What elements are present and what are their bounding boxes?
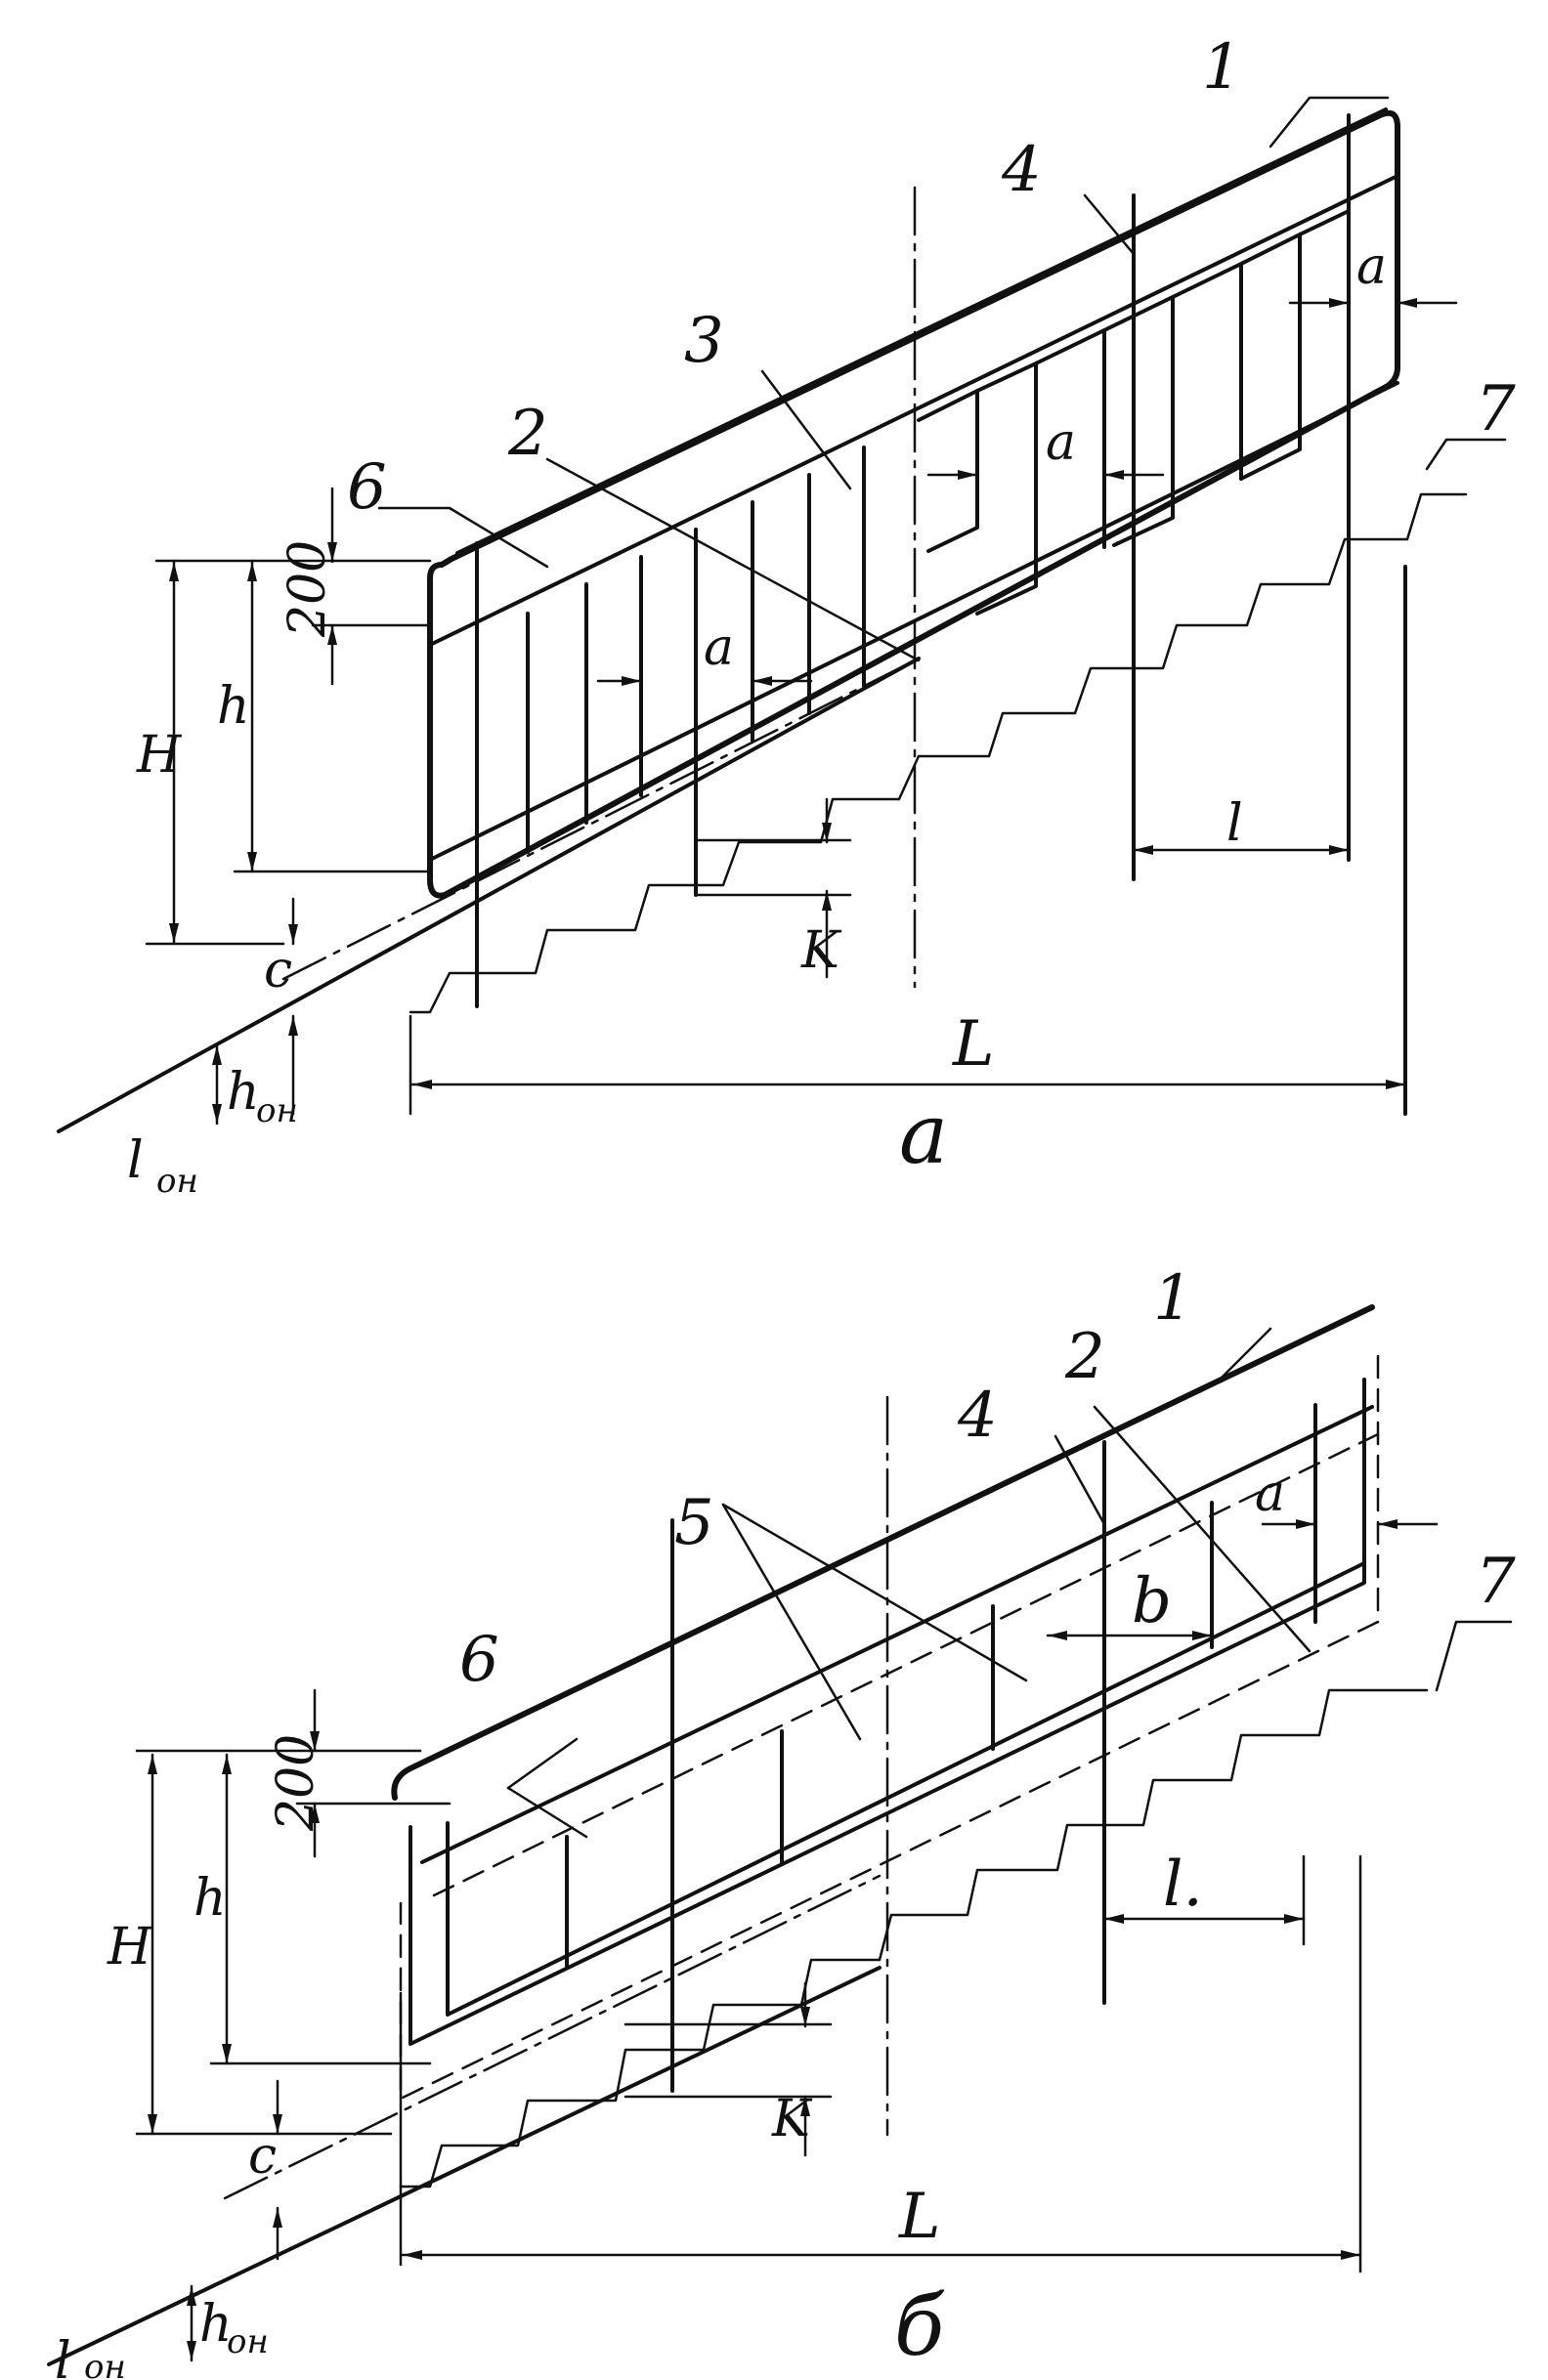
dim-label-hon-sub-b: он: [227, 2322, 269, 2361]
dim-label-c-a: c: [264, 941, 292, 999]
slope-dashdot-b: [223, 1874, 882, 2200]
dim-label-k-b: K: [771, 2090, 813, 2148]
dim-label-h-b: h: [194, 1869, 227, 1928]
callout-2-a: 2: [507, 398, 548, 470]
callout-3-a: 3: [684, 305, 724, 377]
callout-5-b: 5: [674, 1487, 714, 1559]
dim-label-hon-b: h: [199, 2295, 233, 2354]
callout-7-b: 7: [1476, 1546, 1516, 1618]
callout-6-a: 6: [347, 451, 387, 524]
figure-b: 1 2 4 5 6 7 H h 200 c K a b l. L h он l …: [47, 1262, 1516, 2380]
handrail-b: [391, 1304, 1375, 1801]
callout-2-b: 2: [1064, 1321, 1105, 1393]
caption-a: а: [899, 1086, 948, 1182]
dim-label-lon-sub-b: он: [84, 2348, 126, 2380]
dashed-frame-b: [399, 1354, 1380, 2101]
stairs-b: [399, 1688, 1429, 2189]
dim-label-200-b: 200: [267, 1734, 325, 1832]
handrail-a: [455, 107, 1388, 555]
balusters-a: [475, 446, 866, 1008]
stairs-a: [408, 492, 1468, 1014]
dim-label-200-a: 200: [279, 540, 337, 638]
panel-frame-b: [408, 1378, 1366, 2046]
dim-label-L-b: L: [898, 2181, 941, 2253]
dim-label-H-a: H: [136, 726, 183, 785]
figure-a: 1 4 3 2 6 7 H h 200 c K a a a l L h он l…: [57, 31, 1516, 1201]
slope-dashdot-a: [281, 657, 921, 981]
callout-4-b: 4: [957, 1380, 998, 1452]
dim-label-lon-sub-a: он: [156, 1162, 198, 1201]
dim-label-c-b: c: [248, 2127, 277, 2186]
stair-pitch-line-a: [57, 657, 921, 1133]
dim-label-l-a: l: [1226, 794, 1243, 853]
dashed-band-top-b: [432, 1432, 1380, 1897]
callout-1-b: 1: [1153, 1262, 1193, 1335]
balusters-b: [565, 1403, 1317, 2093]
dim-label-hon-sub-a: он: [256, 1091, 298, 1130]
dim-label-a1-a: a: [704, 618, 734, 677]
callout-4-a: 4: [1001, 134, 1042, 206]
dim-label-l-b: l.: [1163, 1849, 1203, 1921]
dim-label-lon-a: l: [127, 1131, 144, 1190]
dim-label-h-a: h: [217, 677, 250, 736]
callout-7-a: 7: [1476, 373, 1516, 446]
dim-label-a2-a: a: [1046, 413, 1076, 472]
callout-6-b: 6: [459, 1624, 499, 1696]
dim-label-k-a: K: [800, 921, 842, 980]
dim-label-H-b: H: [107, 1918, 153, 1976]
handrail-b-2: [420, 1405, 1374, 1864]
dim-label-a3-a: a: [1356, 237, 1387, 296]
dim-label-lon-b: l: [55, 2332, 71, 2380]
dim-label-a-b: a: [1255, 1465, 1285, 1523]
dim-label-L-a: L: [952, 1008, 995, 1081]
callout-1-a: 1: [1202, 31, 1242, 104]
dim-label-hon-a: h: [227, 1063, 260, 1122]
caption-b: б: [894, 2278, 945, 2374]
dim-label-b-b: b: [1132, 1565, 1172, 1637]
stair-pitch-line-b: [47, 1966, 882, 2366]
